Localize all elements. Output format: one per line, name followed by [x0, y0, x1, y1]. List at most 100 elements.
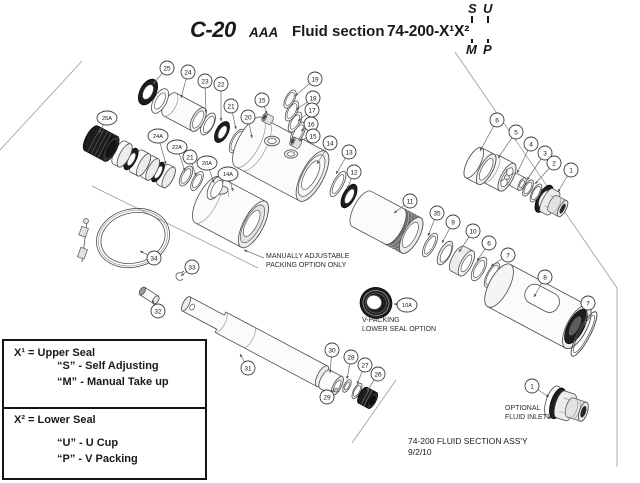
svg-text:20A: 20A [202, 161, 212, 167]
part-balloon-1: 1 [557, 162, 579, 193]
svg-text:31: 31 [244, 365, 252, 372]
svg-text:11: 11 [407, 198, 414, 205]
svg-text:9: 9 [451, 219, 455, 226]
part-balloon-12: 12 [346, 164, 362, 190]
part-balloon-23: 23 [197, 73, 213, 114]
svg-text:17: 17 [308, 107, 316, 114]
svg-text:14A: 14A [223, 172, 233, 178]
piston-tube [349, 190, 424, 254]
part-balloon-30: 30 [324, 342, 340, 374]
part-balloon-7: 7 [490, 247, 516, 267]
svg-text:13: 13 [345, 149, 353, 156]
svg-text:6: 6 [495, 117, 499, 124]
plug [289, 136, 302, 149]
svg-text:14: 14 [326, 140, 334, 147]
part-balloon-20a: 20A [196, 155, 218, 184]
part-balloon-32: 32 [150, 299, 166, 319]
assembly-footer: 74-200 FLUID SECTION ASS'Y 9/2/10 [408, 436, 528, 458]
part-balloon-8: 8 [533, 269, 553, 298]
cylinder-tube [484, 263, 598, 357]
svg-text:25A: 25A [102, 116, 112, 122]
svg-text:26: 26 [374, 371, 382, 378]
selector-tick [471, 16, 473, 23]
svg-text:30: 30 [328, 347, 336, 354]
part-balloon-9: 9 [441, 214, 461, 244]
lower-seal-stack [422, 232, 501, 288]
svg-text:5: 5 [514, 129, 518, 136]
selector-x2-bottom: P [483, 42, 492, 57]
part-balloon-6: 6 [479, 112, 505, 152]
part-balloon-6: 6 [476, 235, 497, 262]
svg-text:2: 2 [552, 160, 556, 167]
note-manual-packing: MANUALLY ADJUSTABLE PACKING OPTION ONLY [266, 253, 350, 269]
svg-text:33: 33 [188, 264, 196, 271]
part-balloon-29: 29 [319, 389, 335, 405]
part-balloon-28: 28 [343, 349, 359, 380]
svg-text:29: 29 [323, 394, 331, 401]
body-end-rings [329, 171, 358, 209]
part-balloon-3: 3 [526, 145, 553, 181]
part-balloon-14: 14 [316, 135, 338, 165]
legend-option-s: “S” - Self Adjusting [57, 360, 159, 372]
selector-x2-top: U [483, 1, 493, 16]
selector-x1-bottom: M [466, 42, 477, 57]
part-balloon-35: 35 [427, 205, 445, 237]
assembly-date: 9/2/10 [408, 447, 432, 457]
svg-text:15: 15 [258, 97, 266, 104]
svg-text:1: 1 [530, 383, 534, 390]
legend-upper-heading: X¹ = Upper Seal [14, 347, 96, 359]
v-packing-seal [359, 287, 393, 319]
drawing-border [0, 51, 618, 467]
svg-text:3: 3 [543, 150, 547, 157]
part-balloon-21: 21 [182, 149, 198, 177]
note-leader [243, 249, 265, 259]
part-balloon-21: 21 [223, 98, 239, 130]
part-balloon-34: 34 [139, 250, 162, 266]
manual-packing-stack [82, 125, 224, 200]
cylinder-body [232, 116, 330, 202]
svg-text:10: 10 [469, 228, 477, 235]
part-balloon-25: 25 [152, 60, 175, 85]
note-v-packing: V-PACKING LOWER SEAL OPTION [362, 317, 437, 333]
part-balloon-33: 33 [180, 259, 200, 277]
svg-text:1: 1 [569, 167, 573, 174]
retaining-clip [175, 270, 185, 281]
selector-tick [471, 38, 473, 43]
svg-text:22: 22 [217, 81, 225, 88]
legend-option-m: “M” - Manual Take up [57, 375, 169, 388]
title-part-number: 74-200-X¹X² [387, 23, 470, 40]
legend-option-p: “P” - V Packing [57, 452, 138, 465]
svg-text:6: 6 [487, 240, 491, 247]
svg-text:7: 7 [586, 300, 590, 307]
legend-lower-heading: X² = Lower Seal [14, 414, 96, 426]
part-balloon-20: 20 [240, 109, 256, 139]
part-balloon-18: 18 [295, 90, 321, 111]
svg-text:25: 25 [163, 65, 171, 72]
svg-text:35: 35 [433, 210, 441, 217]
part-balloon-22: 22 [213, 76, 229, 122]
svg-text:19: 19 [311, 76, 319, 83]
selector-tick [487, 16, 489, 23]
part-balloon-1: 1 [524, 378, 550, 398]
seal-legend-box: X¹ = Upper Seal “S” - Self Adjusting “M”… [2, 339, 207, 480]
svg-text:34: 34 [150, 255, 158, 262]
part-balloon-10: 10 [458, 223, 481, 253]
legend-lower-seal: X² = Lower Seal “U” - U Cup “P” - V Pack… [4, 407, 205, 467]
part-balloon-27: 27 [356, 357, 373, 385]
band-clamp [77, 207, 170, 269]
part-balloon-2: 2 [534, 155, 562, 185]
part-balloon-19: 19 [294, 71, 323, 97]
svg-text:27: 27 [361, 362, 369, 369]
part-balloon-11: 11 [393, 193, 418, 214]
svg-text:28: 28 [347, 354, 355, 361]
assembly-title: 74-200 FLUID SECTION ASS'Y [408, 436, 528, 446]
svg-text:8: 8 [543, 274, 547, 281]
part-balloon-24a: 24A [147, 128, 169, 165]
svg-text:32: 32 [154, 308, 162, 315]
svg-text:23: 23 [201, 78, 209, 85]
clevis-pin [138, 286, 160, 305]
svg-text:21: 21 [227, 103, 235, 110]
part-balloon-4: 4 [516, 136, 539, 174]
